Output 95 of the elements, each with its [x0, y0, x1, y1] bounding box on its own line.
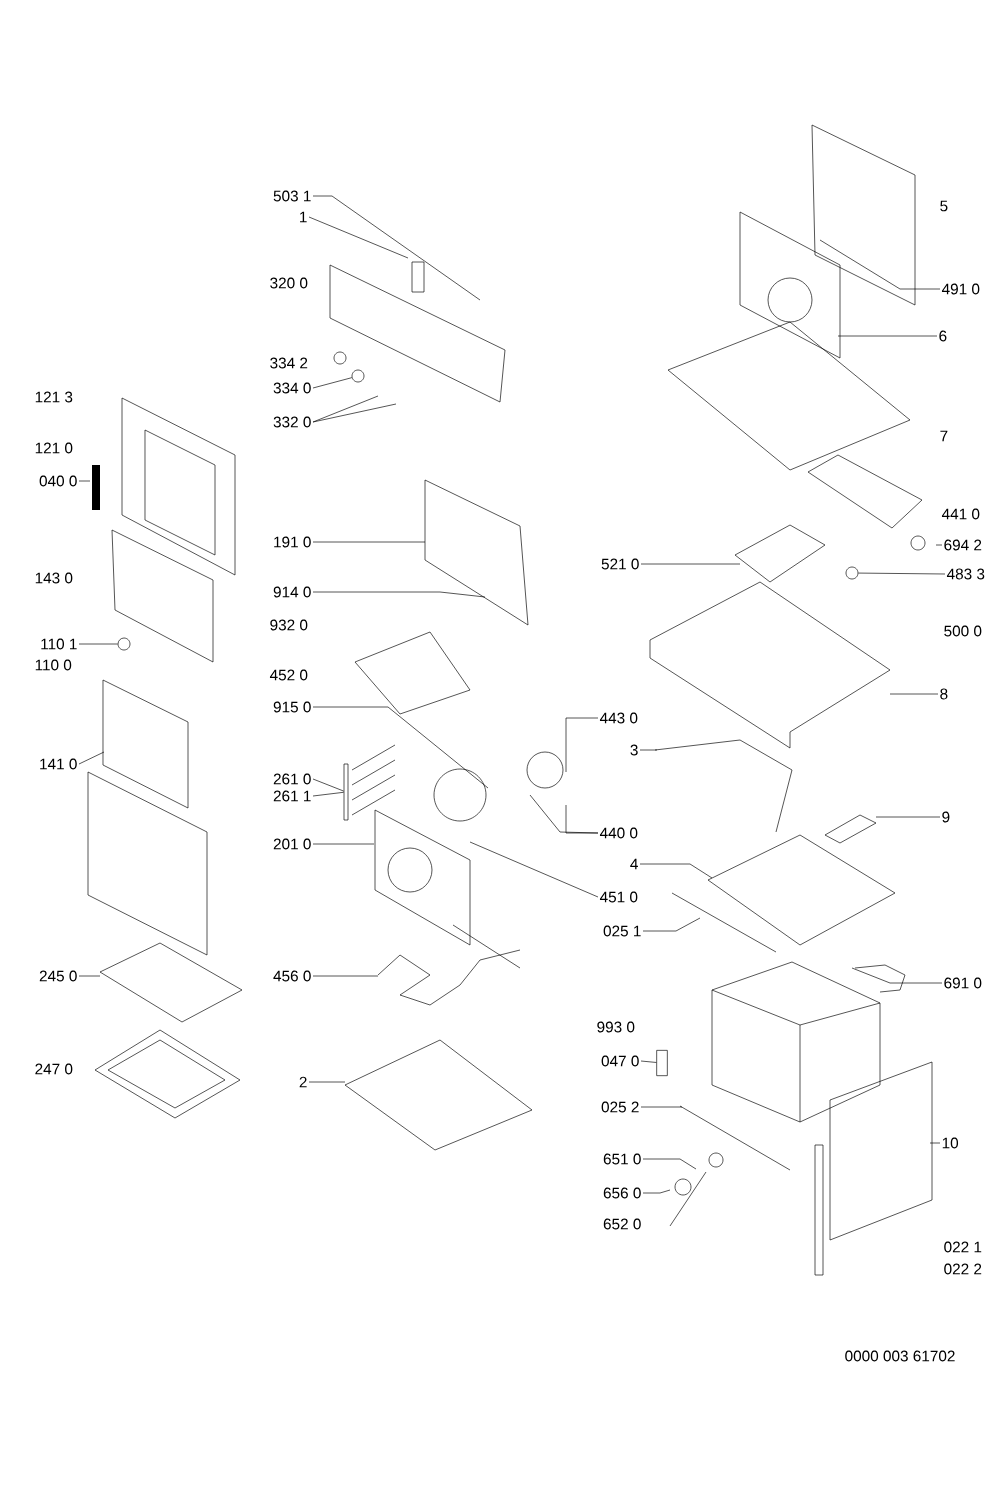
callout-number: 915 0: [273, 701, 311, 713]
callout-number: 8: [940, 688, 948, 700]
part-number: 320 0: [270, 277, 308, 289]
callout-number: 334 0: [273, 382, 311, 394]
callout-number: 451 0: [599, 891, 638, 903]
callout-number: 025 1: [603, 925, 641, 937]
leader-line: [469, 841, 599, 898]
leader-line: [640, 1106, 683, 1108]
callout-number: 047 0: [601, 1055, 639, 1067]
callout-number: 1: [300, 211, 307, 223]
leader-line: [312, 541, 426, 543]
part-number: 7: [940, 430, 948, 442]
callout-number: 110 1: [41, 638, 77, 650]
part-number: 441 0: [941, 508, 980, 520]
leader-line: [308, 216, 409, 259]
callout-number: 10: [942, 1137, 959, 1149]
part-number: 121 0: [35, 442, 73, 454]
leader-line: [819, 239, 941, 290]
leader-line: [312, 706, 489, 789]
leader-line: [640, 563, 741, 565]
leader-line: [642, 1189, 671, 1194]
part-number: 247 0: [35, 1063, 73, 1075]
leader-line: [78, 480, 91, 482]
leader-line: [312, 195, 481, 301]
callout-number: 694 2: [944, 539, 982, 551]
part-number: 932 0: [270, 619, 308, 631]
leader-line: [851, 967, 943, 984]
leader-line: [312, 591, 486, 598]
leader-line: [640, 1060, 657, 1063]
callout-number: 651 0: [603, 1153, 641, 1165]
leader-line: [642, 917, 701, 932]
leader-line: [929, 1142, 941, 1144]
leader-line: [78, 975, 101, 977]
leader-line: [312, 403, 397, 423]
leader-line: [78, 643, 118, 645]
knob: [117, 637, 131, 651]
part-number: 022 2: [944, 1263, 982, 1275]
part-number: 5: [940, 200, 948, 212]
callout-number: 443 0: [599, 712, 638, 724]
leader-line: [312, 975, 379, 977]
leader-line: [875, 816, 941, 818]
callout-number: 9: [942, 811, 950, 823]
callout-number: 4: [630, 858, 638, 870]
document-number: 0000 003 61702: [845, 1350, 955, 1362]
callout-number: 245 0: [39, 970, 77, 982]
callout-number: 191 0: [274, 536, 311, 548]
leader-line: [889, 693, 939, 695]
leader-line: [639, 749, 658, 751]
knob: [351, 369, 365, 383]
leader-line: [78, 751, 105, 765]
callout-number: 025 2: [601, 1101, 639, 1113]
callout-number: 040 0: [39, 475, 77, 487]
leader-line: [639, 863, 713, 879]
leader-line: [312, 791, 344, 797]
callout-number: 3: [630, 744, 638, 756]
callout-number: 914 0: [273, 586, 311, 598]
callout-number: 440 0: [599, 827, 638, 839]
callout-number: 521 0: [601, 558, 639, 570]
callout-number: 332 0: [273, 416, 311, 428]
leader-line: [312, 377, 353, 389]
leader-line: [312, 843, 375, 845]
callout-number: 691 0: [944, 977, 982, 989]
part-number: 500 0: [944, 625, 982, 637]
callout-number: 201 0: [273, 838, 311, 850]
callout-number: 141 0: [40, 758, 77, 770]
callout-number: 491 0: [941, 283, 980, 295]
leader-line: [642, 1158, 697, 1170]
part-number: 143 0: [35, 572, 73, 584]
part-number: 334 2: [270, 357, 308, 369]
callout-number: 656 0: [603, 1187, 641, 1199]
leader-line: [935, 544, 943, 546]
part-number: 022 1: [944, 1241, 982, 1253]
part-number: 452 0: [269, 669, 308, 681]
leader-line: [308, 1081, 346, 1083]
callout-number: 261 0: [273, 773, 311, 785]
callout-number: 483 3: [946, 568, 985, 580]
callout-number: 456 0: [273, 970, 311, 982]
callout-number: 6: [939, 330, 947, 342]
callout-number: 503 1: [273, 190, 311, 202]
part-number: 110 0: [35, 659, 72, 671]
leader-line: [565, 717, 599, 773]
callout-number: 261 1: [273, 790, 311, 802]
knob: [845, 566, 859, 580]
switch: [656, 1050, 668, 1076]
rack-rail: [343, 763, 349, 821]
leader-line: [312, 778, 344, 792]
leader-line: [858, 572, 946, 575]
part-number: 993 0: [597, 1021, 635, 1033]
leader-line: [529, 794, 599, 834]
callout-number: 652 0: [603, 1218, 641, 1230]
leader-line: [669, 1171, 707, 1227]
part-number: 121 3: [35, 391, 73, 403]
callout-number: 2: [299, 1076, 307, 1088]
leader-line: [312, 395, 379, 423]
leader-line: [837, 335, 938, 337]
